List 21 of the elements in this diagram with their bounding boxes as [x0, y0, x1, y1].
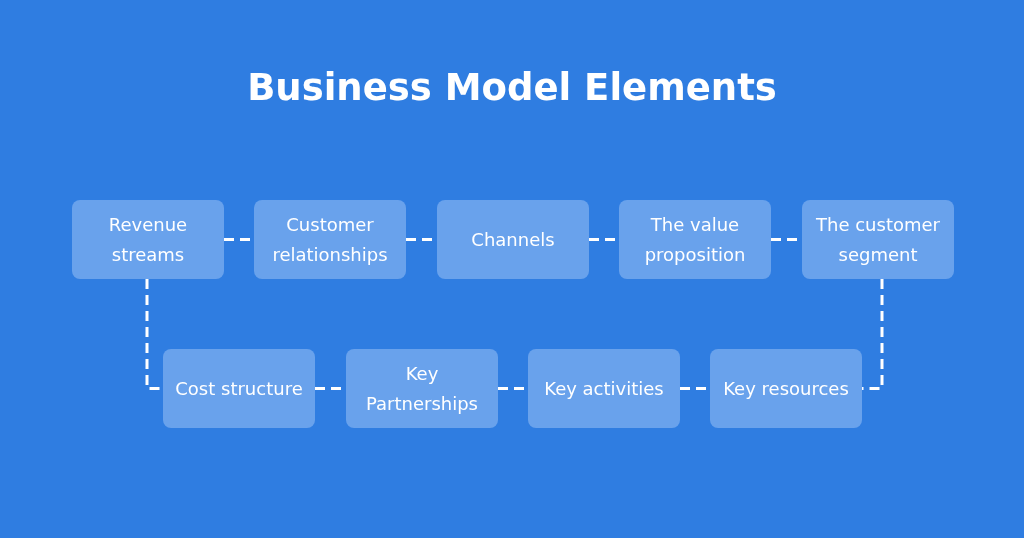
element-label: Channels — [471, 227, 555, 252]
element-box — [72, 200, 224, 279]
element-label: Key activities — [544, 376, 664, 401]
element-box — [346, 349, 498, 428]
diagram-title: Business Model Elements — [246, 66, 778, 109]
element-label: The customer segment — [815, 212, 941, 267]
element-box — [528, 349, 680, 428]
element-box — [254, 200, 406, 279]
element-label: The value proposition — [643, 212, 747, 267]
element-label: Key resources — [723, 376, 849, 401]
element-label: Revenue streams — [107, 212, 189, 267]
element-box — [437, 200, 589, 279]
element-label: Key Partnerships — [365, 361, 479, 416]
element-label: Customer relationships — [271, 212, 389, 267]
element-label: Cost structure — [175, 376, 303, 401]
dashed-connector — [862, 279, 884, 390]
dashed-connector — [145, 279, 163, 390]
element-box — [619, 200, 771, 279]
element-box — [163, 349, 315, 428]
element-box — [710, 349, 862, 428]
element-box — [802, 200, 954, 279]
